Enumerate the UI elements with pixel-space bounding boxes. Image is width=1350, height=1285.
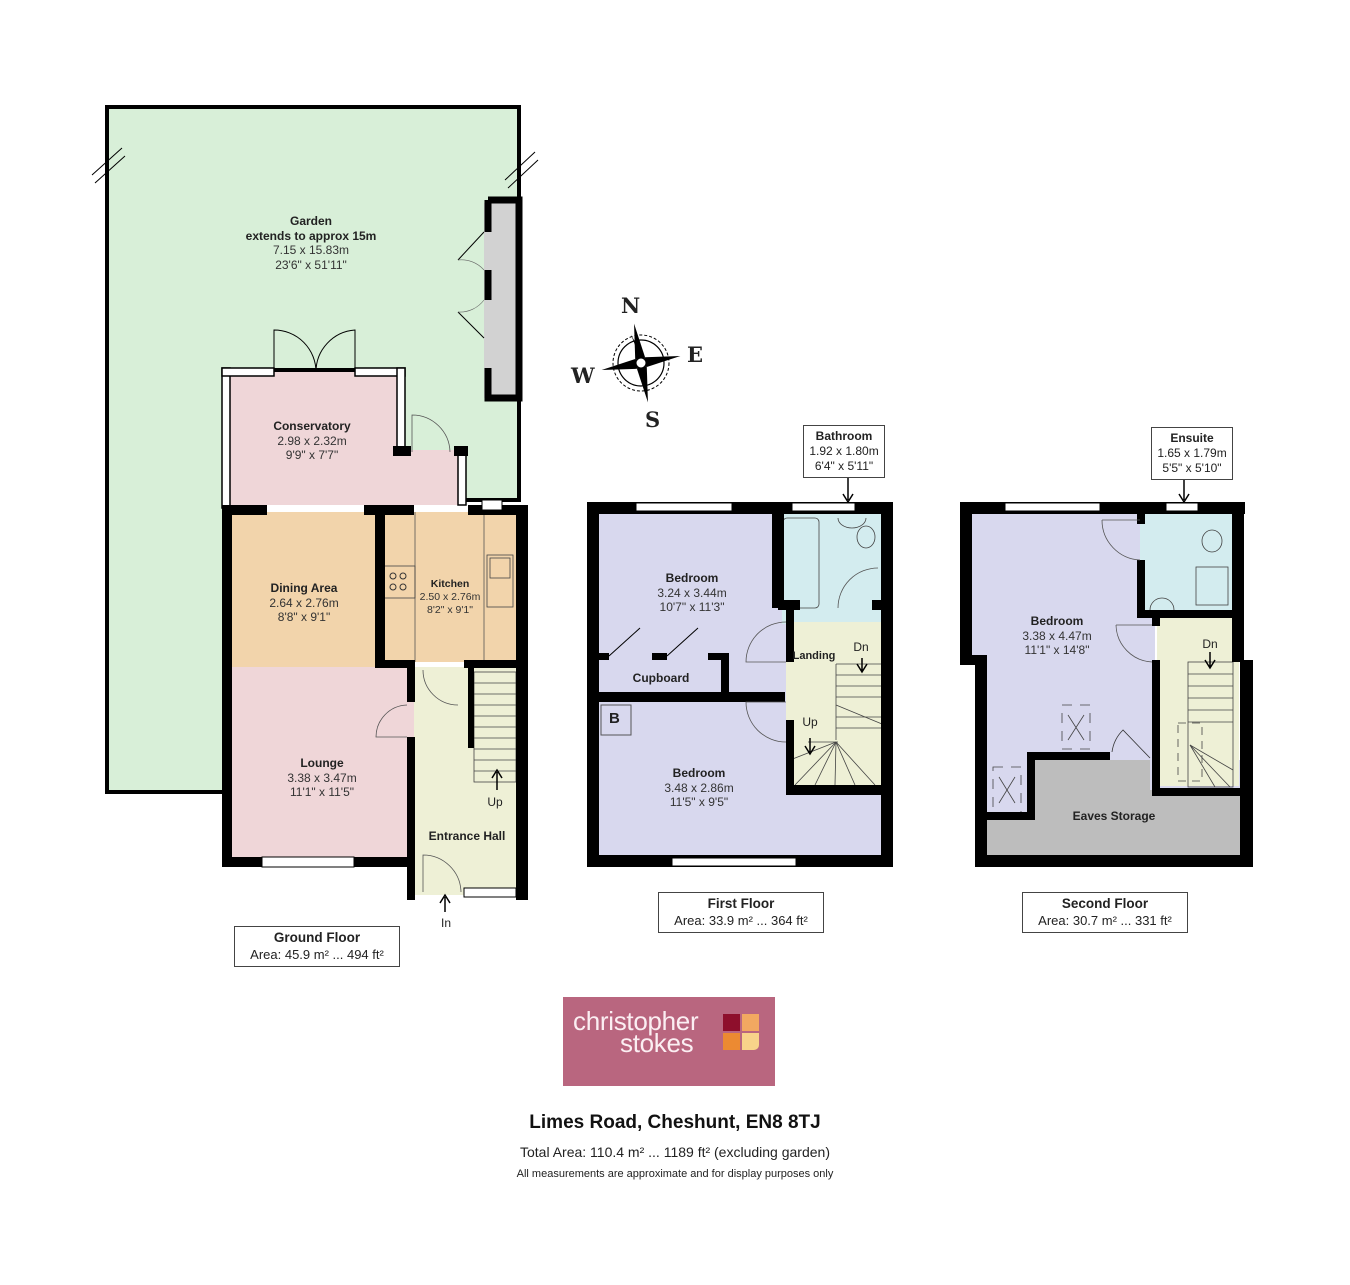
room-name: Bathroom xyxy=(815,429,873,443)
room-label-entrance-hall: Entrance Hall xyxy=(429,829,506,844)
boiler-label: B xyxy=(609,710,620,727)
room-label-bedroom-2: Bedroom 3.48 x 2.86m 11'5" x 9'5" xyxy=(664,766,733,810)
room-imperial: 11'1" x 11'5" xyxy=(289,785,355,800)
second-floor-caption: Second Floor Area: 30.7 m² ... 331 ft² xyxy=(1022,892,1188,934)
logo-square-icon xyxy=(723,1033,740,1050)
room-imperial: 10'7" x 11'3" xyxy=(659,600,725,615)
room-imperial: 8'2" x 9'1" xyxy=(427,603,473,616)
room-name: Kitchen xyxy=(430,578,470,590)
room-name: Landing xyxy=(792,650,836,662)
floor-title: Ground Floor xyxy=(273,930,361,945)
bathroom-callout: Bathroom 1.92 x 1.80m 6'4" x 5'11" xyxy=(803,425,885,478)
compass-east: E xyxy=(687,342,704,367)
first-floor-caption: First Floor Area: 33.9 m² ... 364 ft² xyxy=(658,892,824,934)
room-name: Cupboard xyxy=(632,671,690,685)
room-name: Bedroom xyxy=(672,766,726,780)
garden-imperial: 23'6" x 51'11" xyxy=(275,257,347,272)
brand-logo: christopher stokes xyxy=(563,997,775,1086)
room-label-kitchen: Kitchen 2.50 x 2.76m 8'2" x 9'1" xyxy=(420,578,481,616)
ground-floor-drawing xyxy=(221,329,528,912)
floor-area: Area: 45.9 m² ... 494 ft² xyxy=(250,946,384,962)
compass-west: W xyxy=(571,363,595,388)
room-name: Conservatory xyxy=(273,419,351,433)
stairs-down-label: Dn xyxy=(853,640,869,654)
room-imperial: 5'5" x 5'10" xyxy=(1162,461,1222,475)
ground-floor-caption: Ground Floor Area: 45.9 m² ... 494 ft² xyxy=(234,926,400,968)
garden-name: Garden xyxy=(289,214,332,228)
room-metric: 1.92 x 1.80m xyxy=(809,444,879,458)
room-metric: 1.65 x 1.79m xyxy=(1157,446,1227,460)
garden-label: Garden extends to approx 15m 7.15 x 15.8… xyxy=(246,214,377,273)
room-label-lounge: Lounge 3.38 x 3.47m 11'1" x 11'5" xyxy=(287,756,356,800)
stairs-up-label: Up xyxy=(487,795,503,809)
room-name: Bedroom xyxy=(665,571,719,585)
room-metric: 3.48 x 2.86m xyxy=(664,780,734,795)
logo-square-icon xyxy=(723,1014,740,1031)
room-metric: 2.98 x 2.32m xyxy=(277,433,347,448)
room-metric: 3.38 x 4.47m xyxy=(1022,628,1092,643)
compass-south: S xyxy=(645,407,661,432)
room-label-conservatory: Conservatory 2.98 x 2.32m 9'9" x 7'7" xyxy=(273,419,350,463)
disclaimer: All measurements are approximate and for… xyxy=(516,1168,834,1180)
room-name: Lounge xyxy=(300,756,344,770)
room-metric: 2.64 x 2.76m xyxy=(269,595,339,610)
room-name: Bedroom xyxy=(1030,614,1084,628)
room-label-bedroom-3: Bedroom 3.38 x 4.47m 11'1" x 14'8" xyxy=(1022,614,1091,658)
room-metric: 3.24 x 3.44m xyxy=(657,585,727,600)
room-name: Dining Area xyxy=(270,581,338,595)
ensuite-callout: Ensuite 1.65 x 1.79m 5'5" x 5'10" xyxy=(1151,427,1233,480)
room-imperial: 11'1" x 14'8" xyxy=(1024,643,1090,658)
room-imperial: 9'9" x 7'7" xyxy=(285,448,339,463)
logo-square-icon xyxy=(742,1033,759,1050)
stairs-down-label: Dn xyxy=(1202,637,1218,651)
room-label-eaves-storage: Eaves Storage xyxy=(1073,809,1156,824)
logo-square-icon xyxy=(742,1014,759,1031)
floor-area: Area: 33.9 m² ... 364 ft² xyxy=(674,912,808,928)
room-label-dining-area: Dining Area 2.64 x 2.76m 8'8" x 9'1" xyxy=(269,581,338,625)
stairs-up-label: Up xyxy=(802,715,818,729)
room-metric: 2.50 x 2.76m xyxy=(419,590,481,603)
room-imperial: 6'4" x 5'11" xyxy=(814,459,874,473)
room-label-cupboard: Cupboard xyxy=(633,671,690,686)
total-area: Total Area: 110.4 m² ... 1189 ft² (exclu… xyxy=(520,1144,830,1160)
brand-line-2: stokes xyxy=(620,1028,694,1058)
second-floor-drawing xyxy=(960,480,1253,867)
room-imperial: 8'8" x 9'1" xyxy=(277,610,331,625)
garden-note: extends to approx 15m xyxy=(245,228,377,243)
room-imperial: 11'5" x 9'5" xyxy=(669,795,729,810)
property-address: Limes Road, Cheshunt, EN8 8TJ xyxy=(529,1112,821,1133)
room-label-landing: Landing xyxy=(793,650,836,663)
room-name: Eaves Storage xyxy=(1072,809,1156,823)
first-floor-drawing xyxy=(587,478,893,867)
compass-rose-icon xyxy=(601,323,681,403)
garden-metric: 7.15 x 15.83m xyxy=(272,243,350,258)
entrance-in-label: In xyxy=(440,916,452,930)
room-name: Ensuite xyxy=(1170,431,1214,445)
room-metric: 3.38 x 3.47m xyxy=(287,770,357,785)
room-name: Entrance Hall xyxy=(428,829,506,843)
floor-title: Second Floor xyxy=(1061,896,1149,911)
brand-line-1: christopher xyxy=(573,1006,699,1036)
compass-north: N xyxy=(621,293,641,318)
floor-title: First Floor xyxy=(707,896,775,911)
floor-area: Area: 30.7 m² ... 331 ft² xyxy=(1038,912,1172,928)
room-label-bedroom-1: Bedroom 3.24 x 3.44m 10'7" x 11'3" xyxy=(657,571,726,615)
garden-area xyxy=(91,105,539,794)
